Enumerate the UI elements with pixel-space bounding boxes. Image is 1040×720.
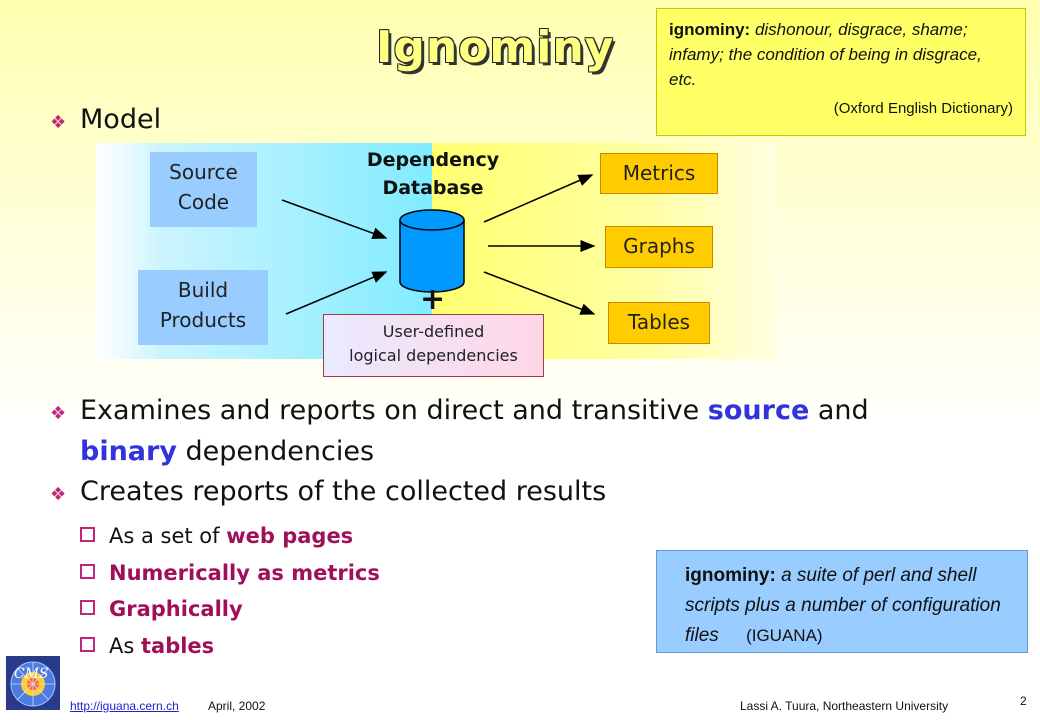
source-code-line2: Code [177,190,230,214]
tables-box: Tables [608,302,710,344]
database-label: Dependency Database [338,146,528,202]
bullet-creates-text: Creates reports of the collected results [80,476,607,507]
bullet-model-text: Model [80,104,162,135]
suite-definition-box: ignominy: a suite of perl and shell scri… [656,550,1028,653]
checkbox-bullet-icon [80,637,95,652]
plus-sign: + [420,282,446,317]
examines-text-and: and [809,395,869,426]
database-cylinder-icon [399,209,465,293]
sub-tables-highlight: tables [140,634,215,658]
definition-text: dishonour, disgrace, shame; infamy; the … [669,20,982,89]
source-code-box: Source Code [150,152,257,227]
examines-binary-highlight: binary [80,436,177,467]
checkbox-bullet-icon [80,600,95,615]
database-label-line2: Database [382,177,484,199]
definition-term: ignominy: [669,20,751,39]
definition-source: (Oxford English Dictionary) [833,100,1013,117]
examines-source-highlight: source [707,395,810,426]
slide-title: Ignominy [376,22,615,73]
diamond-bullet-icon: ❖ [50,112,67,133]
bullet-model: ❖ Model [50,104,161,135]
examines-text-post: dependencies [176,436,375,467]
graphs-box: Graphs [605,226,713,268]
diamond-bullet-icon: ❖ [50,484,67,505]
user-defined-box: User-defined logical dependencies [323,314,544,377]
footer-date: April, 2002 [208,699,266,713]
suite-source: (IGUANA) [746,626,823,645]
examines-text-pre: Examines and reports on direct and trans… [80,395,708,426]
suite-definition: a suite of perl and shell scripts plus a… [685,565,1001,646]
sub-web-pre: As a set of [109,524,227,548]
diamond-bullet-icon: ❖ [50,403,67,424]
user-defined-line1: User-defined [382,322,485,341]
arrow-db-to-metrics [483,174,594,223]
database-label-line1: Dependency [366,149,500,171]
suite-term: ignominy: [685,565,776,586]
bullet-examines: ❖ Examines and reports on direct and tran… [50,392,950,471]
sub-tables-pre: As [109,634,141,658]
svg-text:CMS: CMS [14,666,49,682]
sub-bullet-tables: As tables [80,634,214,658]
sub-bullet-numeric: Numerically as metrics [80,561,380,585]
arrow-build-to-db [285,271,388,315]
build-products-line2: Products [159,308,247,332]
page-number: 2 [1020,694,1027,708]
bullet-creates: ❖ Creates reports of the collected result… [50,476,606,507]
build-products-line1: Build [177,278,229,302]
sub-bullet-graphic: Graphically [80,597,243,621]
arrow-db-to-tables [483,271,596,315]
user-defined-line2: logical dependencies [349,346,518,365]
sub-bullet-web: As a set of web pages [80,524,353,548]
metrics-box: Metrics [600,153,718,194]
checkbox-bullet-icon [80,527,95,542]
sub-graphic-text: Graphically [109,597,243,621]
sub-numeric-text: Numerically as metrics [109,561,380,585]
sub-web-highlight: web pages [226,524,354,548]
build-products-box: Build Products [138,270,268,345]
source-code-line1: Source [169,160,238,184]
cms-logo-icon: CMS [6,656,60,710]
definition-box: ignominy: dishonour, disgrace, shame; in… [656,8,1026,136]
checkbox-bullet-icon [80,564,95,579]
footer-author: Lassi A. Tuura, Northeastern University [740,699,949,713]
footer-url-link[interactable]: http://iguana.cern.ch [70,699,179,713]
arrow-source-to-db [281,199,388,240]
